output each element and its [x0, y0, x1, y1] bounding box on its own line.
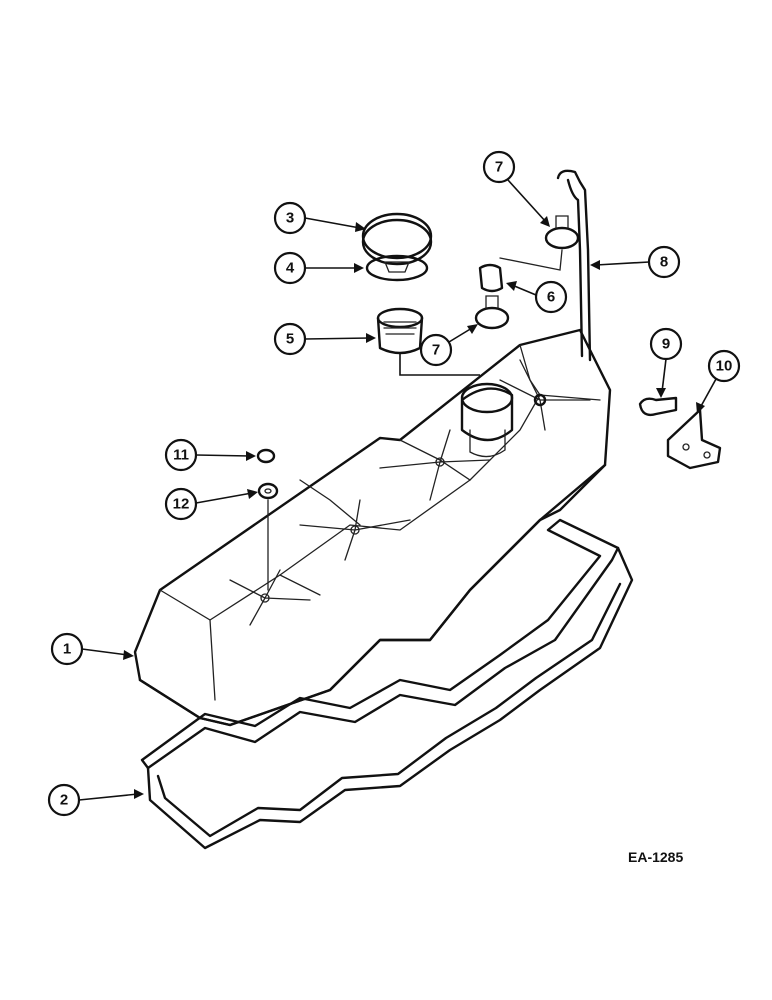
callout-5: 5	[273, 322, 376, 356]
hose-clamp-lower	[474, 295, 510, 330]
svg-text:10: 10	[716, 358, 733, 375]
svg-text:3: 3	[286, 210, 294, 227]
cap-seal	[365, 254, 429, 282]
callout-9: 9	[649, 327, 683, 398]
svg-text:7: 7	[432, 342, 440, 359]
callout-6: 6	[506, 280, 568, 314]
svg-text:11: 11	[173, 447, 189, 464]
svg-text:1: 1	[63, 641, 71, 658]
washer	[257, 482, 279, 500]
callout-7-upper: 7	[482, 150, 550, 227]
svg-text:8: 8	[660, 254, 668, 271]
svg-text:2: 2	[60, 792, 68, 809]
callout-10: 10	[696, 349, 741, 414]
callout-7-lower: 7	[419, 324, 478, 367]
svg-text:6: 6	[547, 289, 555, 306]
svg-text:7: 7	[495, 159, 503, 176]
callout-3: 3	[273, 201, 366, 235]
hose-clamp-upper	[544, 215, 580, 250]
bracket	[666, 408, 722, 470]
callout-12: 12	[164, 487, 258, 521]
hose	[478, 263, 504, 293]
svg-text:9: 9	[662, 336, 670, 353]
breather-tube	[499, 169, 592, 362]
cover-gasket	[140, 518, 634, 850]
callout-4: 4	[273, 251, 364, 285]
svg-text:4: 4	[286, 260, 295, 277]
reference-code: EA-1285	[628, 849, 683, 865]
svg-text:5: 5	[286, 331, 294, 348]
nut	[256, 448, 276, 464]
breather-element	[376, 307, 480, 376]
callout-8: 8	[590, 245, 681, 279]
callout-11: 11	[164, 438, 256, 472]
callout-2: 2	[47, 783, 144, 817]
breather-cap	[361, 212, 433, 266]
callout-1: 1	[50, 632, 134, 666]
valve-cover	[133, 328, 612, 727]
svg-text:12: 12	[173, 496, 190, 513]
tube-clip	[638, 396, 678, 417]
